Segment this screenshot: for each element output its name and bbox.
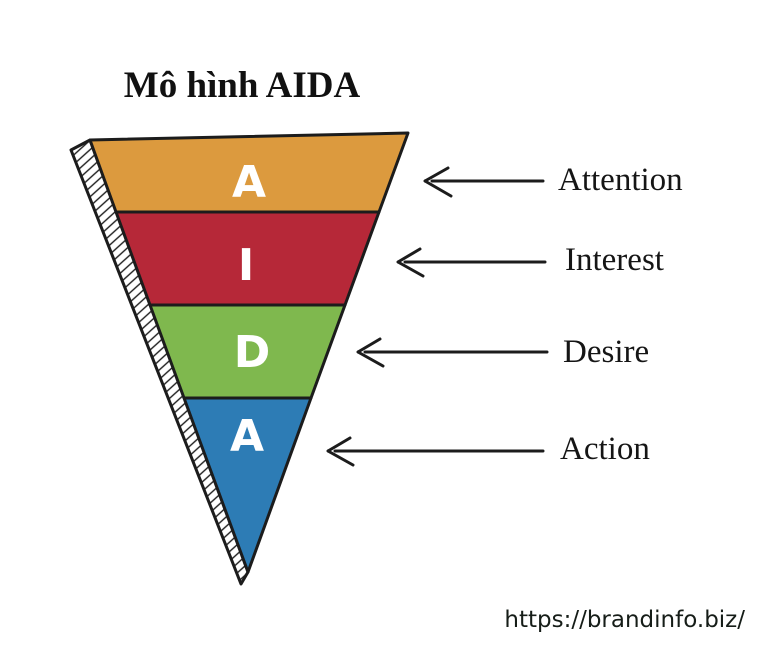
label-action: Action <box>560 431 650 467</box>
source-url: https://brandinfo.biz/ <box>504 607 745 633</box>
arrow-action-icon <box>326 436 545 467</box>
arrow-attention-icon <box>423 166 545 198</box>
arrow-desire-icon <box>356 337 549 368</box>
stage-letter-attention: A <box>232 157 266 208</box>
stage-letter-action: A <box>230 411 264 462</box>
stage-letter-interest: I <box>238 240 254 291</box>
arrow-interest-icon <box>396 247 547 278</box>
label-desire: Desire <box>563 334 649 370</box>
stage-segment-action <box>182 396 313 574</box>
stage-letter-desire: D <box>234 327 271 378</box>
label-interest: Interest <box>565 242 664 278</box>
label-attention: Attention <box>558 162 683 198</box>
page-title: Mô hình AIDA <box>124 65 361 106</box>
